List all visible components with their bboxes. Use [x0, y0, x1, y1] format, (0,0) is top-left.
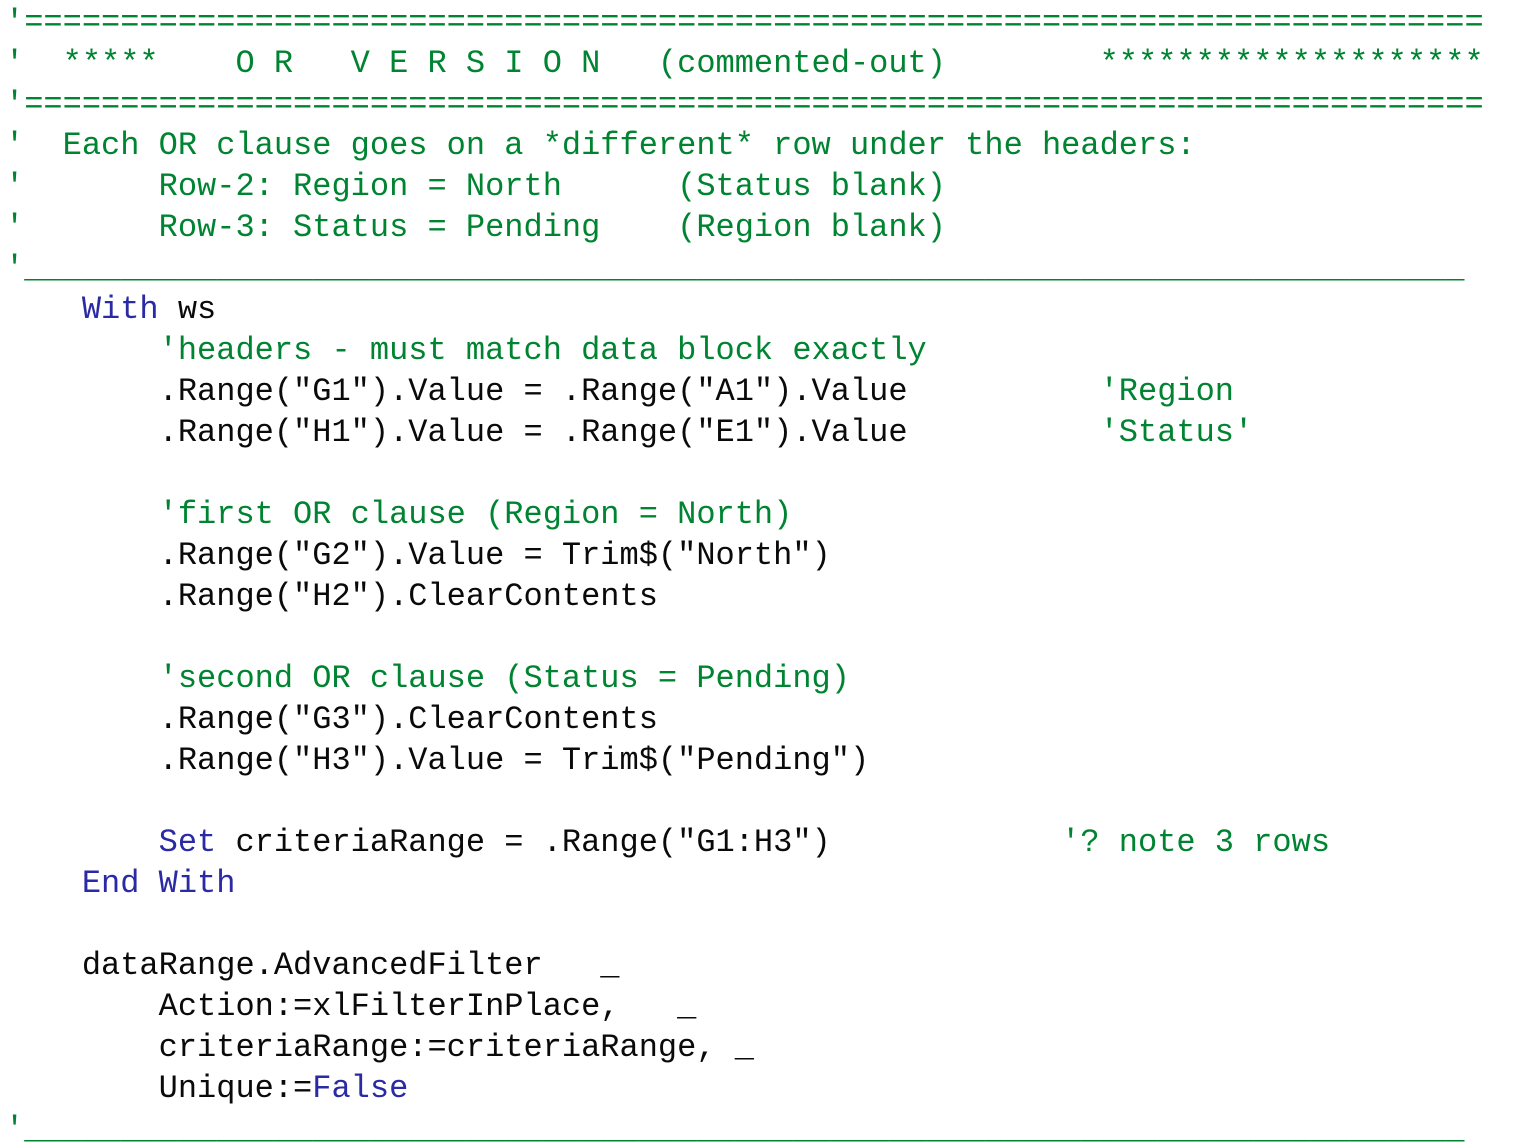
code-comment: ' ***** O R V E R S I O N (commented-out…	[5, 45, 1484, 82]
code-line: 'first OR clause (Region = North)	[5, 494, 1536, 535]
code-line: '_______________________________________…	[5, 1109, 1536, 1143]
code-line: End With	[5, 863, 1536, 904]
code-comment: '_______________________________________…	[5, 1111, 1465, 1143]
code-comment: 'Region	[1099, 373, 1234, 410]
code-line: ' Each OR clause goes on a *different* r…	[5, 125, 1536, 166]
code-line: .Range("H1").Value = .Range("E1").Value …	[5, 412, 1536, 453]
code-line: .Range("H3").Value = Trim$("Pending")	[5, 740, 1536, 781]
code-line	[5, 781, 1536, 822]
code-text: .Range("G3").ClearContents	[5, 701, 658, 738]
code-text: .Range("H2").ClearContents	[5, 578, 658, 615]
code-keyword: Set	[158, 824, 217, 861]
code-text: Unique:=	[5, 1070, 313, 1107]
code-line: Set criteriaRange = .Range("G1:H3") '? n…	[5, 822, 1536, 863]
code-keyword: With	[81, 291, 159, 328]
code-text	[5, 865, 82, 902]
code-line: '=======================================…	[5, 84, 1536, 125]
code-text: .Range("G1").Value = .Range("A1").Value	[5, 373, 1100, 410]
code-line: ' ***** O R V E R S I O N (commented-out…	[5, 43, 1536, 84]
code-comment: '? note 3 rows	[1061, 824, 1331, 861]
code-line: Action:=xlFilterInPlace, _	[5, 986, 1536, 1027]
code-line: '=======================================…	[5, 2, 1536, 43]
code-comment: '=======================================…	[5, 86, 1484, 123]
code-comment: ' Each OR clause goes on a *different* r…	[5, 127, 1196, 164]
code-line: criteriaRange:=criteriaRange, _	[5, 1027, 1536, 1068]
code-comment: 'Status'	[1099, 414, 1254, 451]
code-text: dataRange.AdvancedFilter _	[5, 947, 620, 984]
code-text: .Range("G2").Value = Trim$("North")	[5, 537, 831, 574]
code-comment: '_______________________________________…	[5, 250, 1465, 287]
code-line: .Range("G2").Value = Trim$("North")	[5, 535, 1536, 576]
code-comment: 'second OR clause (Status = Pending)	[158, 660, 850, 697]
code-text	[5, 824, 159, 861]
code-text: .Range("H3").Value = Trim$("Pending")	[5, 742, 870, 779]
code-text	[5, 291, 82, 328]
code-line: ' Row-3: Status = Pending (Region blank)	[5, 207, 1536, 248]
code-line: dataRange.AdvancedFilter _	[5, 945, 1536, 986]
code-line: With ws	[5, 289, 1536, 330]
code-text	[5, 496, 159, 533]
code-line: 'second OR clause (Status = Pending)	[5, 658, 1536, 699]
code-comment: 'first OR clause (Region = North)	[158, 496, 793, 533]
code-keyword: End With	[81, 865, 236, 902]
code-text	[5, 332, 159, 369]
code-line	[5, 453, 1536, 494]
code-comment: '=======================================…	[5, 4, 1484, 41]
code-line: 'headers - must match data block exactly	[5, 330, 1536, 371]
code-comment: ' Row-2: Region = North (Status blank)	[5, 168, 946, 205]
code-text: criteriaRange:=criteriaRange, _	[5, 1029, 754, 1066]
code-line	[5, 904, 1536, 945]
code-line: ' Row-2: Region = North (Status blank)	[5, 166, 1536, 207]
code-text: Action:=xlFilterInPlace, _	[5, 988, 697, 1025]
code-line: .Range("G3").ClearContents	[5, 699, 1536, 740]
code-line: .Range("H2").ClearContents	[5, 576, 1536, 617]
code-text: .Range("H1").Value = .Range("E1").Value	[5, 414, 1100, 451]
code-line	[5, 617, 1536, 658]
code-text	[5, 660, 159, 697]
code-line: Unique:=False	[5, 1068, 1536, 1109]
code-keyword: False	[312, 1070, 409, 1107]
code-text: ws	[158, 291, 217, 328]
code-comment: ' Row-3: Status = Pending (Region blank)	[5, 209, 946, 246]
code-comment: 'headers - must match data block exactly	[158, 332, 927, 369]
code-text: criteriaRange = .Range("G1:H3")	[216, 824, 1062, 861]
code-line: .Range("G1").Value = .Range("A1").Value …	[5, 371, 1536, 412]
code-line: '_______________________________________…	[5, 248, 1536, 289]
